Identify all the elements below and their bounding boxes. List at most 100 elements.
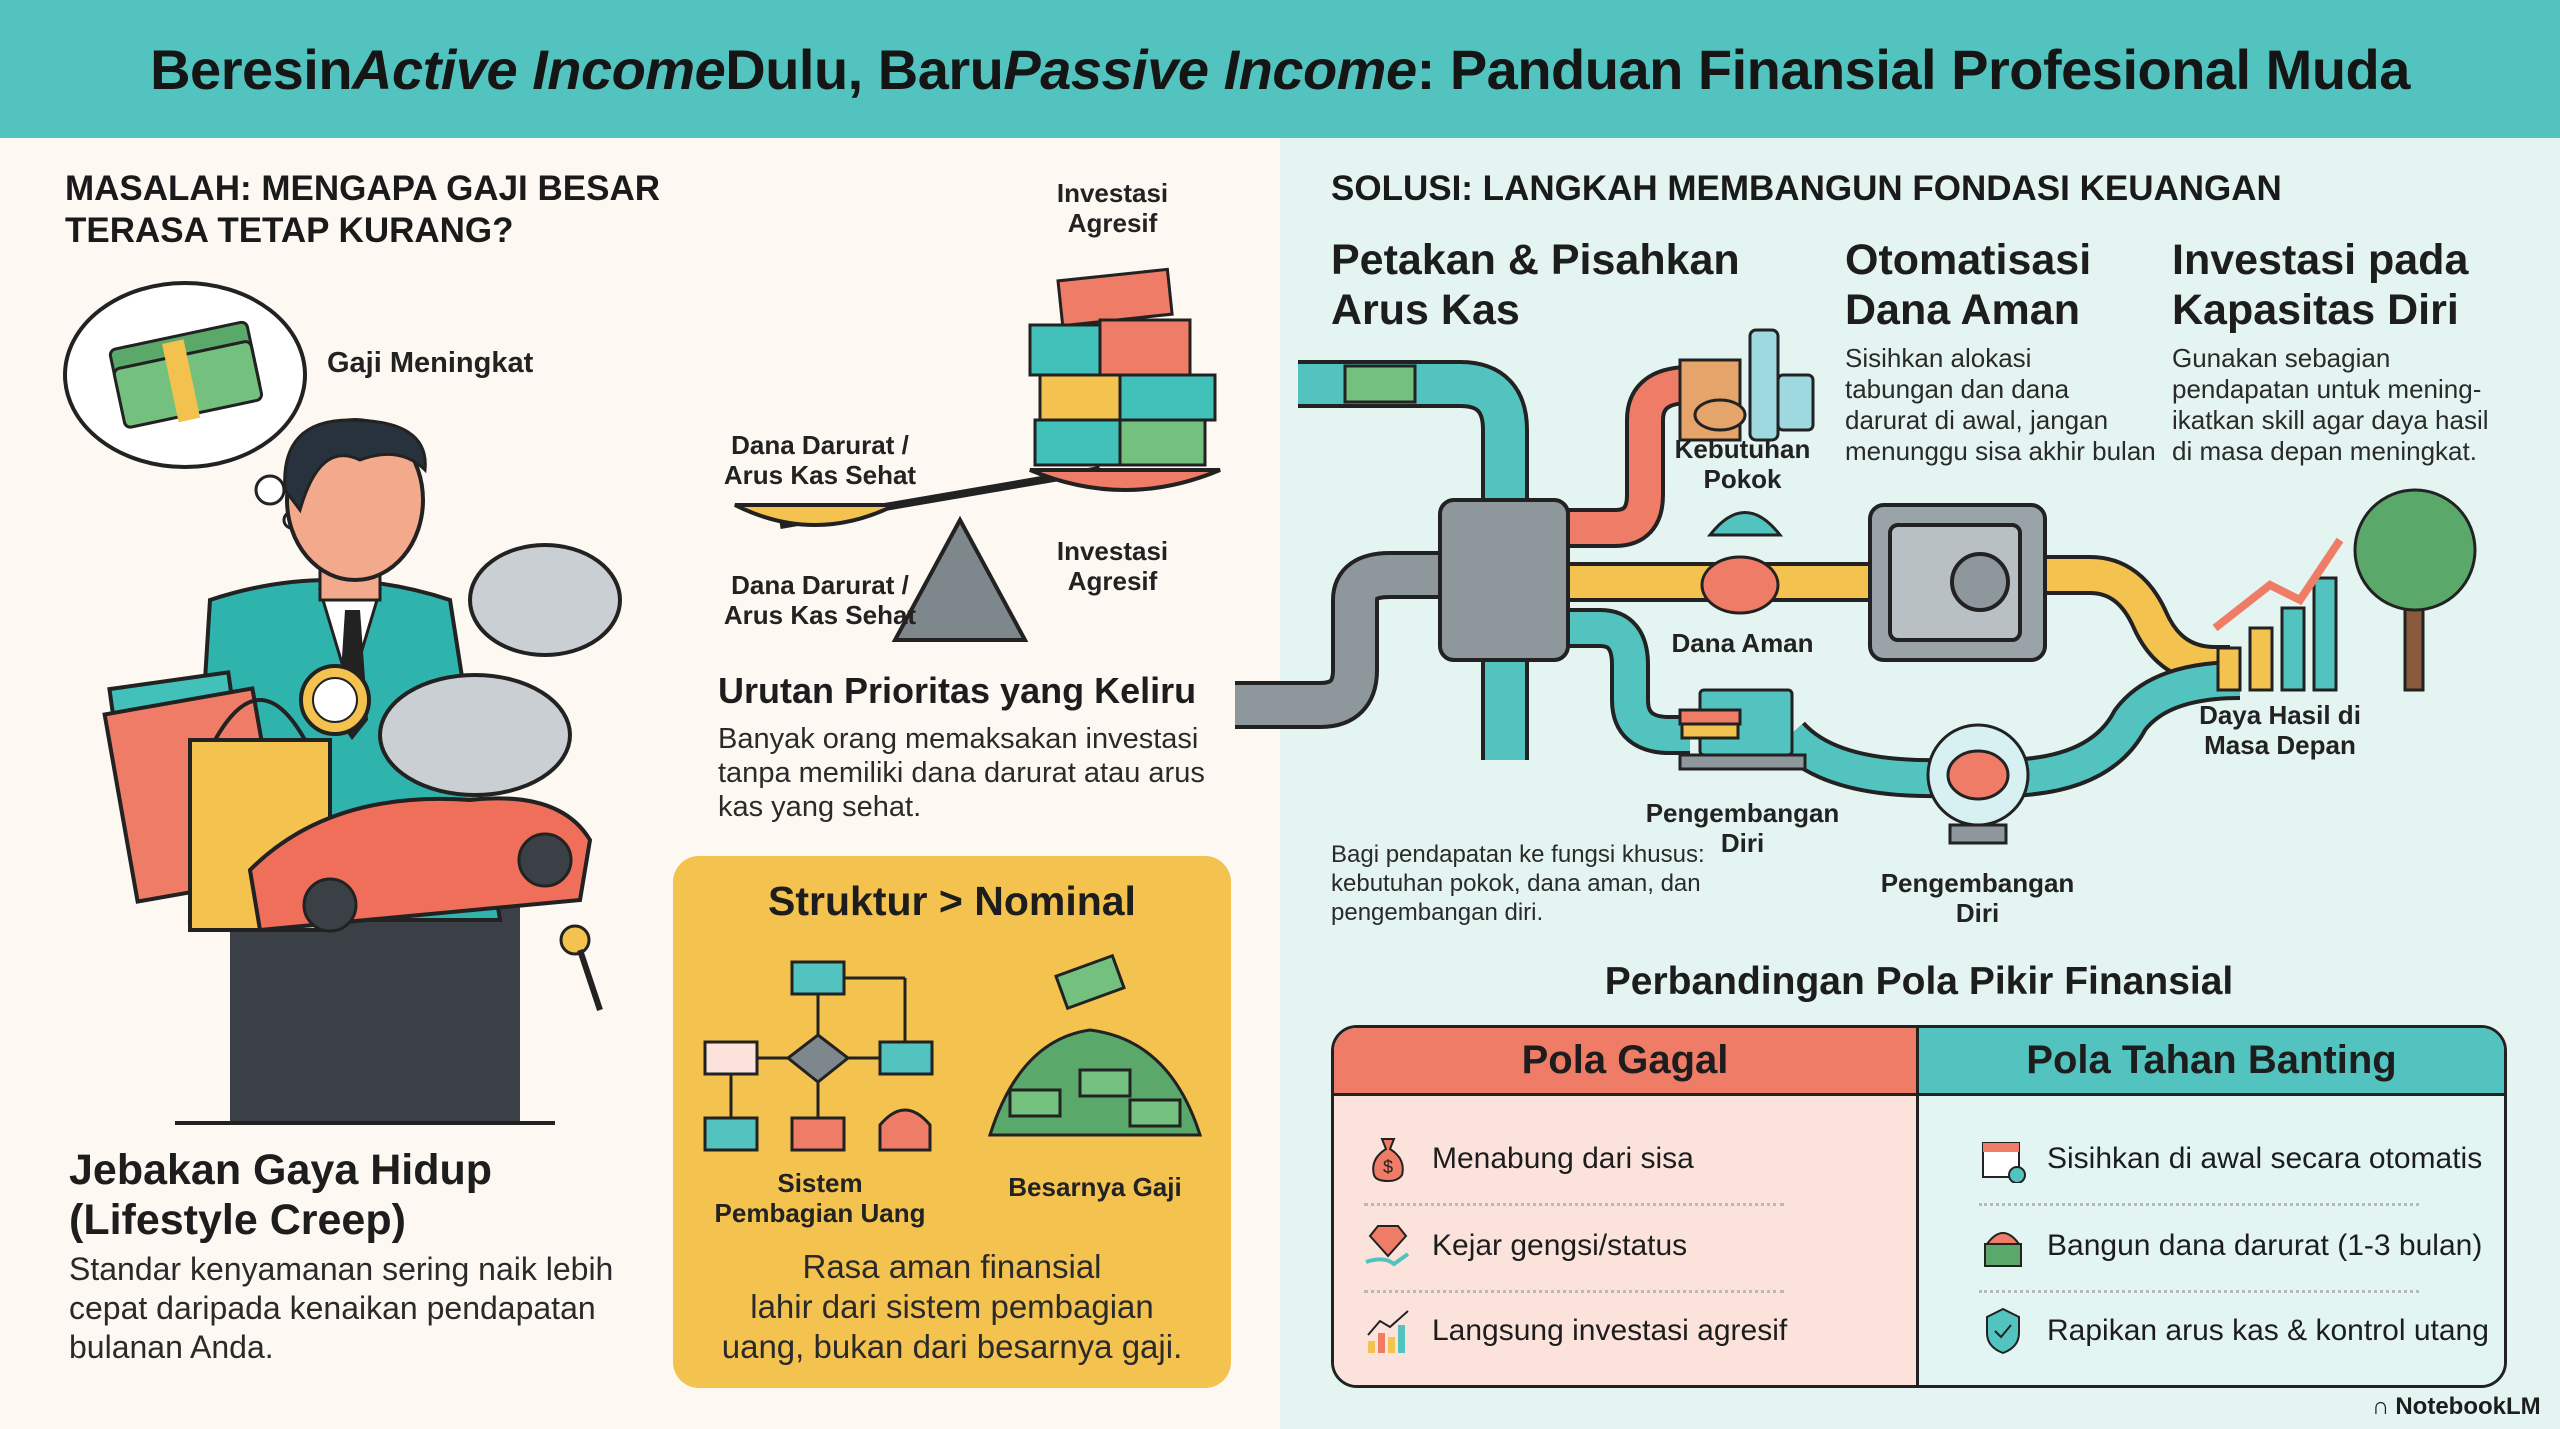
svg-text:$: $ <box>1383 1157 1393 1177</box>
body-line: Rasa aman finansial <box>802 1248 1102 1285</box>
label-line: Dana Darurat / <box>731 570 909 600</box>
body-line: kebutuhan pokok, dana aman, dan <box>1331 870 1701 897</box>
scale-label-dana-darurat-bottom: Dana Darurat /Arus Kas Sehat <box>710 570 930 630</box>
section-title-line: MASALAH: MENGAPA GAJI BESAR <box>65 169 661 208</box>
title-line: Jebakan Gaya Hidup <box>69 1146 492 1194</box>
fail-header: Pola Gagal <box>1334 1028 1916 1096</box>
label-line: Daya Hasil di <box>2199 700 2361 730</box>
label-line: Arus Kas Sehat <box>723 460 917 490</box>
label-line: Masa Depan <box>2204 730 2356 760</box>
fail-column: Pola Gagal $ Menabung dari sisa Kejar ge… <box>1334 1028 1919 1385</box>
label-line: Kebutuhan <box>1674 434 1811 464</box>
body-line: Sisihkan alokasi <box>1845 343 2032 373</box>
title-line: Petakan & Pisahkan <box>1331 236 1740 284</box>
salary-label: Besarnya Gaji <box>1008 1172 1182 1202</box>
priority-body: Banyak orang memaksakan investasi tanpa … <box>718 722 1205 824</box>
label-line: Pengembangan <box>1645 798 1840 828</box>
item-text: Langsung investasi agresif <box>1432 1314 1788 1347</box>
body-line: ikatkan skill agar daya hasil <box>2172 405 2489 435</box>
divider <box>1979 1203 2419 1206</box>
safe-box-icon <box>1979 1222 2027 1270</box>
comparison-table: Pola Gagal $ Menabung dari sisa Kejar ge… <box>1331 1025 2507 1388</box>
label-line: Diri <box>1955 898 2000 928</box>
item-text: Bangun dana darurat (1-3 bulan) <box>2047 1229 2483 1262</box>
body-line: kas yang sehat. <box>718 791 922 823</box>
scale-label-dana-darurat-top: Dana Darurat /Arus Kas Sehat <box>710 430 930 490</box>
label-line: Agresif <box>1067 566 1158 596</box>
body-line: pengembangan diri. <box>1331 899 1544 926</box>
structure-title: Struktur > Nominal <box>768 878 1136 924</box>
body-line: Gunakan sebagian <box>2172 343 2391 373</box>
item-text: Rapikan arus kas & kontrol utang <box>2047 1314 2489 1347</box>
calendar-icon <box>1979 1135 2027 1183</box>
title-part: Beresin <box>150 37 353 101</box>
title-emphasis-active: Active Income <box>352 37 726 101</box>
body-line: pendapatan untuk mening- <box>2172 374 2482 404</box>
problem-section-title: MASALAH: MENGAPA GAJI BESAR TERASA TETAP… <box>65 168 660 252</box>
fail-item: Kejar gengsi/status <box>1364 1216 1687 1276</box>
body-line: tanpa memiliki dana darurat atau arus <box>718 757 1205 789</box>
label-line: Dana Darurat / <box>731 430 909 460</box>
fail-item: Langsung investasi agresif <box>1364 1301 1787 1361</box>
brand-text: NotebookLM <box>2395 1393 2541 1420</box>
resilient-column: Pola Tahan Banting Sisihkan di awal seca… <box>1919 1028 2504 1385</box>
body-line: cepat daripada kenaikan pendapatan <box>69 1290 596 1326</box>
shield-check-icon <box>1979 1307 2027 1355</box>
title-emphasis-passive: Passive Income <box>1003 37 1417 101</box>
label-line: Sistem <box>777 1168 863 1198</box>
body-line: di masa depan meningkat. <box>2172 436 2477 466</box>
resilient-item: Bangun dana darurat (1-3 bulan) <box>1979 1216 2482 1276</box>
page-title: Beresin Active Income Dulu, Baru Passive… <box>0 0 2560 138</box>
priority-title: Urutan Prioritas yang Keliru <box>718 670 1197 711</box>
divider <box>1364 1290 1784 1293</box>
thought-label: Gaji Meningkat <box>327 347 534 379</box>
section-title-line: TERASA TETAP KURANG? <box>65 211 514 250</box>
label-line: Investasi <box>1056 536 1169 566</box>
title-part: : Panduan Finansial Profesional Muda <box>1416 37 2411 101</box>
label-line: Agresif <box>1067 208 1158 238</box>
resilient-item: Rapikan arus kas & kontrol utang <box>1979 1301 2489 1361</box>
label-line: Diri <box>1720 828 1765 858</box>
title-line: Kapasitas Diri <box>2172 286 2459 334</box>
item-text: Menabung dari sisa <box>1432 1142 1694 1175</box>
diamond-hand-icon <box>1364 1222 1412 1270</box>
body-line: darurat di awal, jangan <box>1845 405 2109 435</box>
title-line: Arus Kas <box>1331 286 1520 334</box>
divider <box>1364 1203 1784 1206</box>
body-line: menunggu sisa akhir bulan <box>1845 436 2156 466</box>
body-line: uang, bukan dari besarnya gaji. <box>721 1328 1183 1365</box>
title-part: Dulu, Baru <box>725 37 1004 101</box>
lifestyle-creep-title: Jebakan Gaya Hidup (Lifestyle Creep) <box>69 1145 492 1245</box>
resilient-header: Pola Tahan Banting <box>1919 1028 2504 1096</box>
resilient-item: Sisihkan di awal secara otomatis <box>1979 1129 2482 1189</box>
label-line: Investasi <box>1056 178 1169 208</box>
step-1-body: Bagi pendapatan ke fungsi khusus:kebutuh… <box>1331 840 1705 927</box>
label-line: Pengembangan <box>1880 868 2075 898</box>
item-text: Kejar gengsi/status <box>1432 1229 1688 1262</box>
body-line: tabungan dan dana <box>1845 374 2070 404</box>
body-line: Standar kenyamanan sering naik lebih <box>69 1251 614 1287</box>
structure-body: Rasa aman finansial lahir dari sistem pe… <box>673 1247 1231 1367</box>
body-line: Bagi pendapatan ke fungsi khusus: <box>1331 841 1705 868</box>
divider <box>1979 1290 2419 1293</box>
title-line: Dana Aman <box>1845 286 2080 334</box>
item-text: Sisihkan di awal secara otomatis <box>2047 1142 2483 1175</box>
notebooklm-logo-icon: ∩ <box>2372 1393 2390 1420</box>
flow-label-safe-fund: Dana Aman <box>1671 628 1814 658</box>
label-line: Pembagian Uang <box>714 1198 926 1228</box>
body-line: lahir dari sistem pembagian <box>750 1288 1154 1325</box>
title-line: Investasi pada <box>2172 236 2469 284</box>
title-line: (Lifestyle Creep) <box>69 1196 406 1244</box>
label-line: Arus Kas Sehat <box>723 600 917 630</box>
